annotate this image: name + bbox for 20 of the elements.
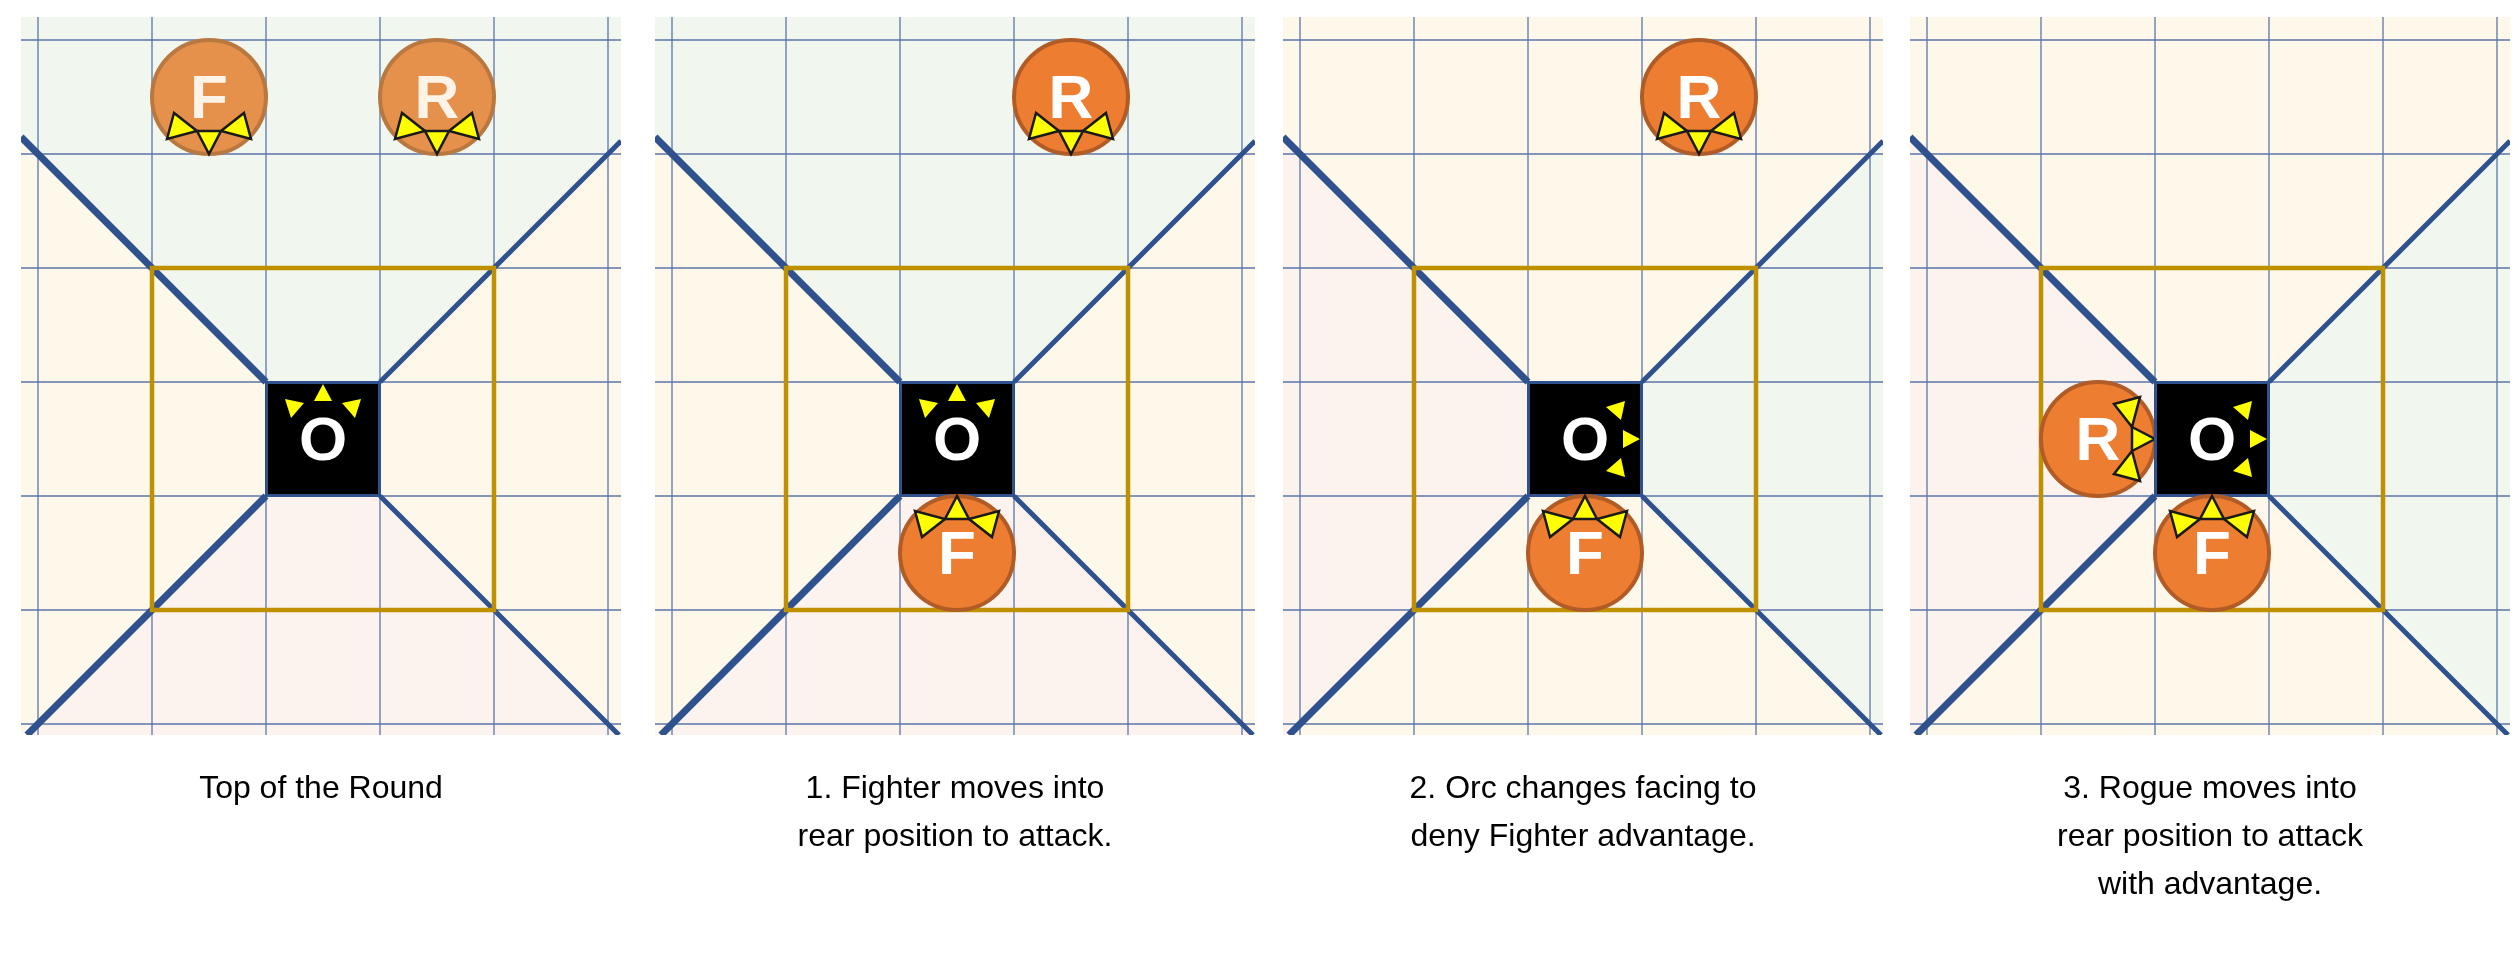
- caption: Top of the Round: [198, 768, 444, 807]
- token-letter: O: [1560, 408, 1610, 470]
- square-token: [265, 381, 381, 497]
- square-token: [1527, 381, 1643, 497]
- token-letter: F: [1566, 522, 1604, 584]
- token-letter: F: [2193, 522, 2231, 584]
- caption: 2. Orc changes facing to deny Fighter advantage.: [1408, 768, 1758, 855]
- square-token: [2154, 381, 2270, 497]
- square-token: [899, 381, 1015, 497]
- token-letter: F: [938, 522, 976, 584]
- token-letter: O: [298, 408, 348, 470]
- token-letter: R: [414, 66, 460, 128]
- token-letter: O: [2187, 408, 2237, 470]
- token-letter: R: [1048, 66, 1094, 128]
- token-letter: R: [2075, 408, 2121, 470]
- caption: 3. Rogue moves into rear position to attack with advantage.: [2056, 768, 2364, 903]
- token-letter: F: [190, 66, 228, 128]
- caption: 1. Fighter moves into rear position to attack.: [796, 768, 1114, 855]
- token-letter: R: [1676, 66, 1722, 128]
- token-letter: O: [932, 408, 982, 470]
